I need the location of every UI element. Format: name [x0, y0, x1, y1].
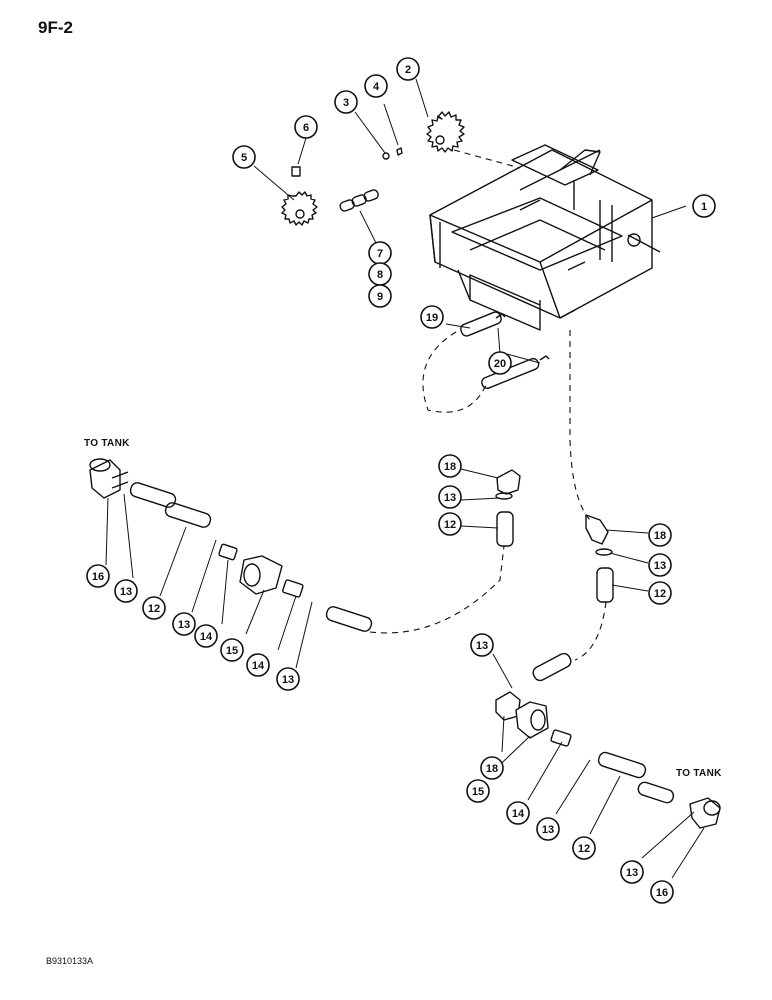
callout-13: 13: [476, 640, 488, 652]
callout-4: 4: [373, 81, 380, 93]
callout-12: 12: [654, 588, 666, 600]
chain-drawing: [339, 189, 379, 212]
callout-9: 9: [377, 291, 383, 303]
callout-15: 15: [226, 645, 238, 657]
callout-15: 15: [472, 786, 484, 798]
callout-12: 12: [444, 519, 456, 531]
callout-13: 13: [120, 586, 132, 598]
callout-6: 6: [303, 122, 309, 134]
callout-8: 8: [377, 269, 383, 281]
callout-bubbles: [86, 57, 716, 904]
callout-18: 18: [486, 763, 498, 775]
callout-16: 16: [92, 571, 104, 583]
callout-13: 13: [654, 560, 666, 572]
gearbox-housing-drawing: [429, 144, 661, 331]
reference-code: B9310133A: [46, 956, 94, 966]
callout-13: 13: [178, 619, 190, 631]
elbow-fitting-left-drawing: [89, 458, 129, 499]
callout-2: 2: [405, 64, 411, 76]
small-sprocket-drawing: [281, 191, 318, 226]
tank-label-left: TO TANK: [84, 438, 130, 449]
callout-5: 5: [241, 152, 247, 164]
callout-14: 14: [200, 631, 213, 643]
callout-13: 13: [626, 867, 638, 879]
page-number: 9F-2: [38, 18, 73, 37]
callout-1: 1: [701, 201, 707, 213]
callout-19: 19: [426, 312, 438, 324]
callout-7: 7: [377, 248, 383, 260]
large-sprocket-drawing: [426, 111, 465, 153]
tank-label-right: TO TANK: [676, 768, 722, 779]
callout-13: 13: [444, 492, 456, 504]
callout-13: 13: [282, 674, 294, 686]
callout-12: 12: [148, 603, 160, 615]
callout-18: 18: [654, 530, 666, 542]
callout-14: 14: [512, 808, 525, 820]
callout-3: 3: [343, 97, 349, 109]
callout-13: 13: [542, 824, 554, 836]
callout-12: 12: [578, 843, 590, 855]
callout-20: 20: [494, 358, 506, 370]
callout-16: 16: [656, 887, 668, 899]
callout-18: 18: [444, 461, 456, 473]
callout-14: 14: [252, 660, 265, 672]
